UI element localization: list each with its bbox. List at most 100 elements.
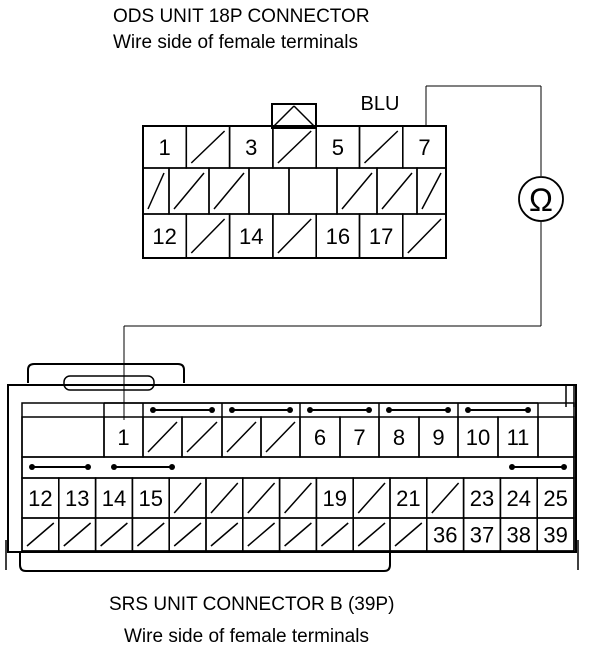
srs-row1-2-unused-slash — [147, 421, 178, 453]
srs-row3-9-unused-slash — [357, 522, 386, 547]
short-bar-dot — [169, 464, 175, 470]
srs-row1-7-terminal-number: 7 — [353, 425, 365, 450]
short-bar-dot — [287, 407, 293, 413]
srs-top-latch — [27, 363, 185, 383]
ods-row2-0-unused-slash — [147, 172, 165, 210]
ods-latch-slash — [273, 105, 295, 127]
srs-row1-3-unused-slash — [186, 421, 218, 453]
srs-row1-1-terminal-number: 1 — [117, 425, 129, 450]
srs-row2-9-unused-slash — [357, 482, 386, 514]
ods-row2-6-unused-slash — [381, 172, 413, 210]
srs-row1-6-terminal-number: 6 — [314, 425, 326, 450]
ods-row2-4-cell — [288, 167, 338, 215]
ods-row3-6-cell — [402, 213, 447, 259]
ods-latch-slash — [293, 105, 315, 127]
srs-row2-10-terminal-number: 21 — [396, 486, 420, 511]
srs-row3-2-unused-slash — [100, 522, 128, 547]
short-bar-dot — [525, 407, 531, 413]
srs-row3-3-unused-slash — [136, 522, 165, 547]
ods-row3-4-terminal-number: 16 — [326, 224, 350, 249]
ods-row3-1-unused-slash — [190, 218, 226, 254]
srs-row2-bar-strip — [21, 456, 575, 479]
test-wiring: BLU Ω — [123, 85, 564, 420]
srs-row3-0-unused-slash — [26, 522, 55, 547]
ods-row1-6-terminal-number: 7 — [418, 135, 430, 160]
short-bar-dot — [85, 464, 91, 470]
srs-row3-5-unused-slash — [210, 522, 239, 547]
srs-row2-4-unused-slash — [173, 482, 202, 514]
ods-row2-1-unused-slash — [173, 172, 205, 210]
srs-row3-7-unused-slash — [284, 522, 312, 547]
srs-connector-subtitle: Wire side of female terminals — [124, 626, 369, 647]
short-bar-dot — [111, 464, 117, 470]
ods-row3-5-terminal-number: 17 — [369, 224, 393, 249]
srs-row1-12-cell — [537, 416, 575, 458]
srs-row3-12-terminal-number: 37 — [470, 523, 494, 548]
srs-row2-5-unused-slash — [210, 482, 239, 514]
short-bar-dot — [445, 407, 451, 413]
ods-row2-3-cell — [248, 167, 290, 215]
srs-row3-10-unused-slash — [394, 522, 423, 547]
short-bar-dot — [150, 407, 156, 413]
ods-row3-2-terminal-number: 14 — [239, 224, 263, 249]
ods-row2-7-unused-slash — [421, 172, 442, 210]
srs-row2-11-unused-slash — [431, 482, 460, 514]
srs-row3-1-unused-slash — [63, 522, 92, 547]
srs-row1-5-unused-slash — [265, 421, 296, 453]
srs-latch-slot — [63, 375, 155, 391]
srs-row2-7-unused-slash — [284, 482, 312, 514]
short-bar-dot — [307, 407, 313, 413]
ods-connector-latch — [271, 103, 317, 129]
short-bar-dot — [29, 464, 35, 470]
srs-row2-0-terminal-number: 12 — [28, 486, 52, 511]
ods-connector-title: ODS UNIT 18P CONNECTOR — [113, 6, 370, 27]
ods-connector: 1 3 5 7 12 14 16 17 — [142, 103, 447, 259]
short-bar-dot — [465, 407, 471, 413]
short-bar-dot — [209, 407, 215, 413]
short-bar-dot — [561, 464, 567, 470]
srs-row1-8-terminal-number: 8 — [393, 425, 405, 450]
ods-row1-3-unused-slash — [277, 130, 312, 164]
ods-row3-3-unused-slash — [277, 218, 312, 254]
short-bar-dot — [366, 407, 372, 413]
ods-row3-0-terminal-number: 12 — [152, 224, 176, 249]
short-bar-dot — [229, 407, 235, 413]
srs-outer-housing — [7, 384, 577, 553]
srs-row2-14-terminal-number: 25 — [543, 486, 567, 511]
ohm-symbol: Ω — [529, 182, 553, 218]
srs-row2-8-terminal-number: 19 — [323, 486, 347, 511]
short-bar-dot — [509, 464, 515, 470]
short-bar-dot — [386, 407, 392, 413]
srs-row3-4-unused-slash — [173, 522, 202, 547]
srs-row1-11-terminal-number: 11 — [507, 425, 530, 450]
ods-connector-subtitle: Wire side of female terminals — [113, 32, 358, 53]
srs-row3-8-unused-slash — [320, 522, 349, 547]
srs-row2-2-terminal-number: 14 — [102, 486, 126, 511]
ods-row1-4-terminal-number: 5 — [332, 135, 344, 160]
srs-row2-12-terminal-number: 23 — [470, 486, 494, 511]
srs-row3-6-unused-slash — [247, 522, 276, 547]
ods-row1-1-unused-slash — [190, 130, 226, 164]
srs-row1-10-terminal-number: 10 — [466, 425, 490, 450]
srs-row2-13-terminal-number: 24 — [507, 486, 531, 511]
srs-row3-13-terminal-number: 38 — [507, 523, 531, 548]
srs-row2-1-terminal-number: 13 — [65, 486, 89, 511]
srs-connector-title: SRS UNIT CONNECTOR B (39P) — [109, 594, 395, 615]
ods-row1-5-unused-slash — [363, 130, 399, 164]
ods-row1-0-terminal-number: 1 — [159, 135, 171, 160]
ods-row1-2-terminal-number: 3 — [245, 135, 257, 160]
srs-row2-3-terminal-number: 15 — [139, 486, 163, 511]
ods-row3-6-unused-slash — [407, 218, 442, 254]
ods-row2-5-unused-slash — [341, 172, 373, 210]
srs-row1-4-unused-slash — [226, 421, 257, 453]
blu-wire-label: BLU — [361, 93, 400, 115]
srs-row1-0-cell — [21, 416, 105, 458]
srs-row3-14-cell — [536, 517, 575, 552]
srs-row1-9-terminal-number: 9 — [432, 425, 444, 450]
srs-row3-11-terminal-number: 36 — [433, 523, 457, 548]
ods-row2-2-unused-slash — [213, 172, 245, 210]
srs-row2-6-unused-slash — [247, 482, 276, 514]
srs-bottom-rail — [19, 552, 391, 572]
